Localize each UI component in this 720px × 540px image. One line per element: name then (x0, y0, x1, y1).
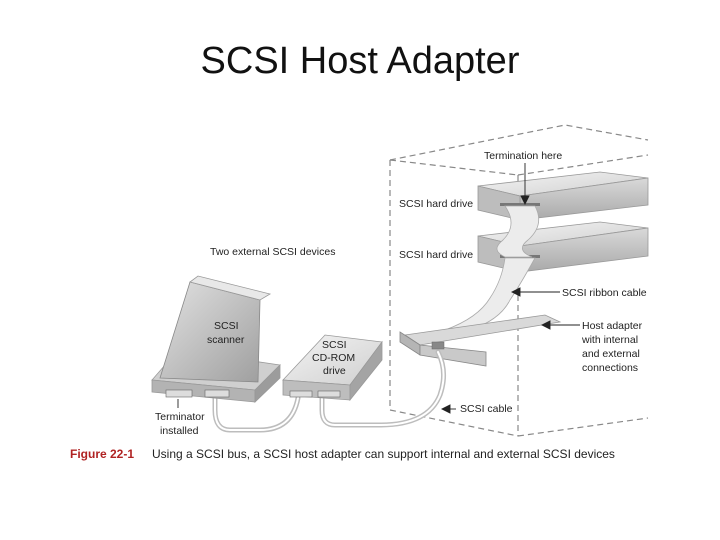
label-host-adapter-line-4: connections (582, 362, 638, 374)
label-terminator-line-2: installed (160, 425, 199, 437)
label-hard-drive-2: SCSI hard drive (399, 249, 473, 261)
label-host-adapter-line-2: with internal (581, 334, 638, 346)
external-cables-inner (214, 351, 445, 431)
label-host-adapter-line-3: and external (582, 348, 640, 360)
scsi-cdrom-drive (282, 334, 383, 402)
label-scsi-cable: SCSI cable (460, 403, 513, 415)
label-scanner-line-1: SCSI (214, 320, 239, 332)
label-hard-drive-1: SCSI hard drive (399, 198, 473, 210)
scsi-scanner (151, 275, 281, 403)
figure-label: Figure 22-1 (70, 447, 135, 461)
label-cdrom-line-2: CD-ROM (312, 352, 355, 364)
label-scanner-line-2: scanner (207, 334, 245, 346)
label-two-external-devices: Two external SCSI devices (210, 246, 335, 258)
hard-drive-1 (477, 171, 649, 221)
label-cdrom-line-3: drive (323, 365, 346, 377)
ribbon-cable (496, 205, 540, 258)
label-terminator-line-1: Terminator (155, 411, 205, 423)
label-termination-here: Termination here (484, 150, 562, 162)
label-host-adapter-line-1: Host adapter (582, 320, 643, 332)
label-ribbon-cable: SCSI ribbon cable (562, 287, 647, 299)
label-cdrom-line-1: SCSI (322, 339, 347, 351)
pointer-lines (440, 163, 580, 414)
slide-title: SCSI Host Adapter (200, 40, 520, 82)
computer-case-outline (389, 124, 649, 437)
figure-caption: Using a SCSI bus, a SCSI host adapter ca… (152, 447, 615, 461)
